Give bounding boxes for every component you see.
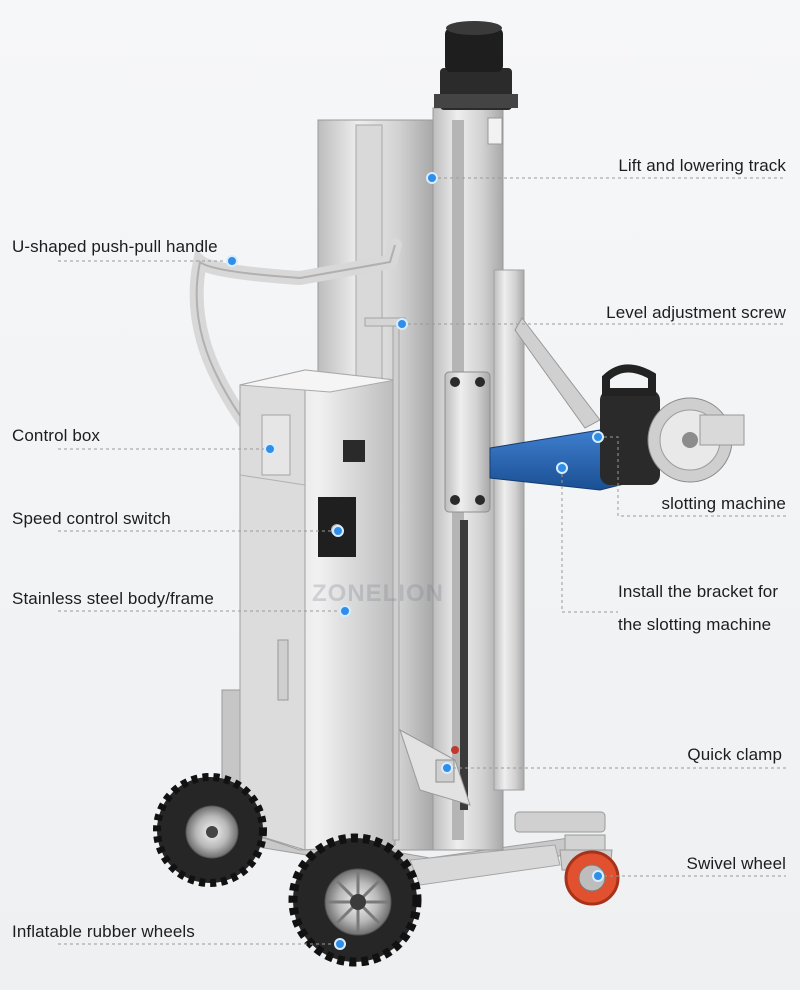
label-slotting-machine: slotting machine: [661, 494, 786, 513]
label-body-frame: Stainless steel body/frame: [12, 589, 214, 608]
slotting-machine: [489, 364, 745, 491]
label-control-box: Control box: [12, 426, 101, 445]
marker-speed-switch: [332, 525, 344, 537]
front-wheel: [288, 833, 422, 967]
machine-bracket: [444, 317, 601, 513]
marker-quick-clamp: [441, 762, 453, 774]
marker-lift-track: [426, 172, 438, 184]
label-rubber-wheels: Inflatable rubber wheels: [12, 922, 195, 941]
leader-lines: [58, 177, 786, 945]
marker-level-screw: [396, 318, 408, 330]
marker-swivel-wheel: [592, 870, 604, 882]
marker-handle: [226, 255, 238, 267]
marker-bracket: [556, 462, 568, 474]
label-lift-track: Lift and lowering track: [618, 156, 786, 175]
label-speed-switch: Speed control switch: [12, 509, 171, 528]
marker-rubber-wheels: [334, 938, 346, 950]
label-swivel-wheel: Swivel wheel: [686, 854, 786, 873]
label-level-screw: Level adjustment screw: [606, 303, 786, 322]
rear-wheel: [153, 773, 267, 887]
marker-control-box: [264, 443, 276, 455]
label-quick-clamp: Quick clamp: [687, 745, 782, 764]
control-box: [239, 369, 396, 851]
label-handle: U-shaped push-pull handle: [12, 237, 218, 256]
callout-markers: [226, 172, 604, 950]
marker-slotting-machine: [592, 431, 604, 443]
top-motor: [434, 21, 518, 110]
brand-watermark: ZONELION: [312, 580, 444, 607]
marker-body-frame: [339, 605, 351, 617]
label-bracket-line2: the slotting machine: [618, 615, 772, 634]
label-bracket-line1: Install the bracket for: [618, 582, 779, 601]
swivel-wheel: [559, 834, 620, 906]
